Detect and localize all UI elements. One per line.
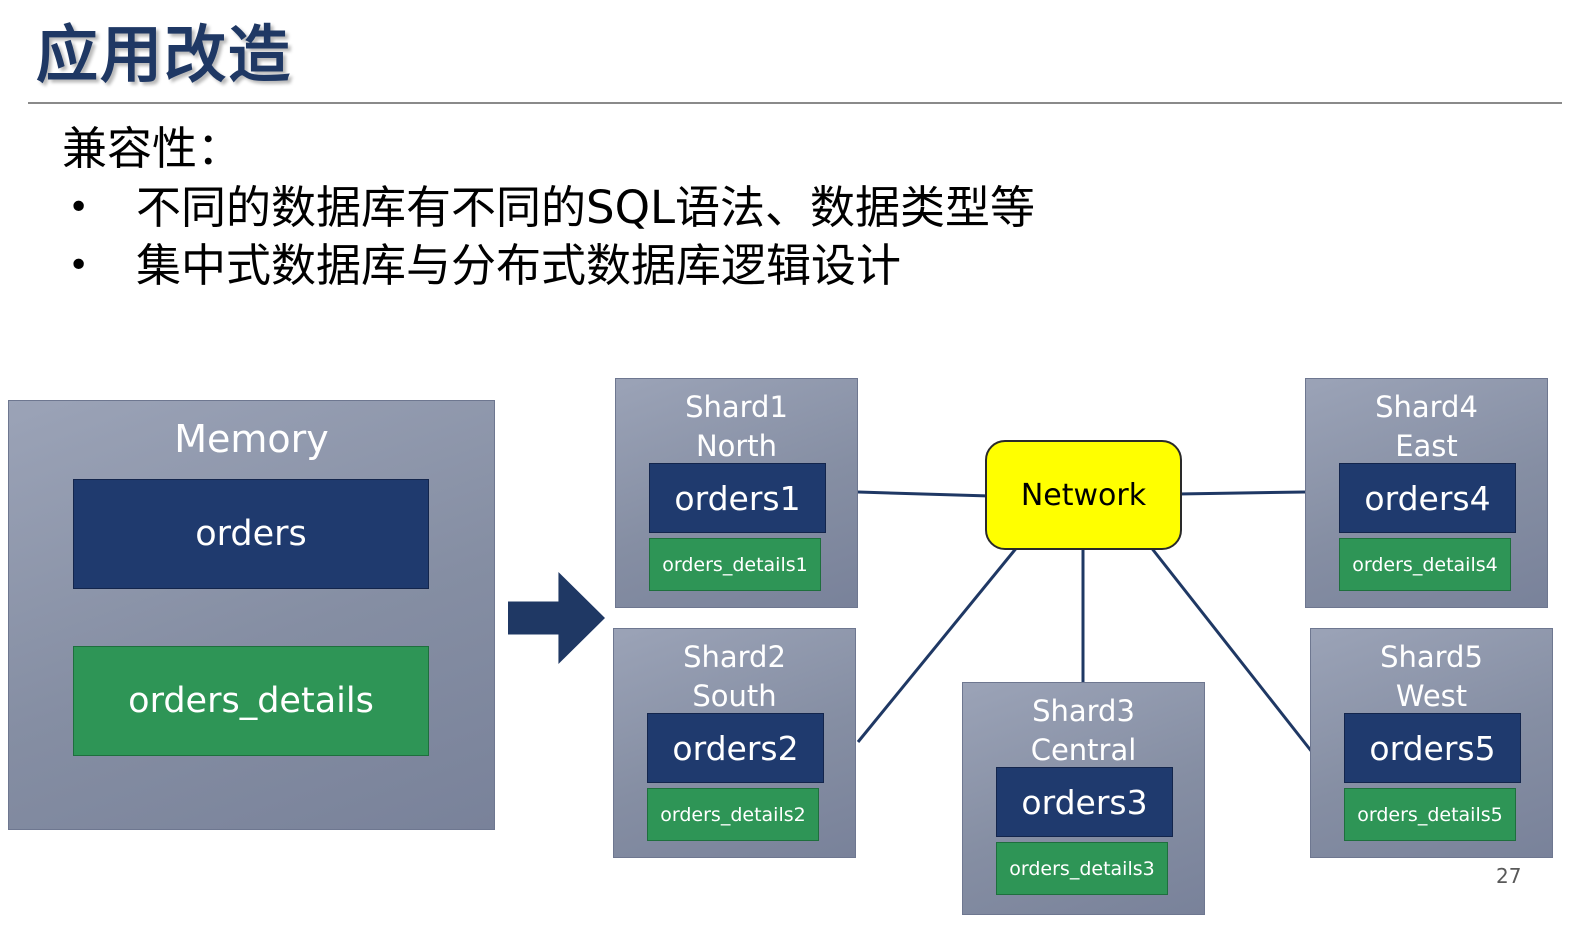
orders-label: orders2: [672, 728, 799, 768]
orders-table-label: orders: [195, 514, 307, 554]
orders-label: orders3: [1021, 782, 1148, 822]
shard-name: Shard5: [1380, 640, 1483, 674]
bullet-item: • 不同的数据库有不同的SQL语法、数据类型等: [62, 179, 1035, 238]
shard5-orders-details-table: orders_details5: [1344, 788, 1516, 841]
title-divider-line: [28, 102, 1562, 104]
shard-name: Shard2: [683, 640, 786, 674]
memory-label: Memory: [174, 417, 329, 461]
bullet-marker: •: [68, 186, 90, 228]
shard-region: South: [692, 679, 777, 714]
orders-label: orders5: [1369, 728, 1496, 768]
bullet-text: 集中式数据库与分布式数据库逻辑设计: [136, 239, 902, 292]
shard-name: Shard4: [1375, 390, 1478, 424]
shard3-box: Shard3 Central orders3 orders_details3: [962, 682, 1205, 915]
network-label: Network: [1020, 477, 1147, 513]
connector-shard4: [1177, 490, 1306, 496]
page-number: 27: [1496, 864, 1522, 888]
shard2-orders-table: orders2: [647, 713, 824, 783]
right-arrow-icon: [508, 572, 605, 664]
shard3-orders-table: orders3: [996, 767, 1173, 837]
shard-region: West: [1395, 679, 1468, 714]
shard5-box: Shard5 West orders5 orders_details5: [1310, 628, 1553, 858]
shard3-title: Shard3 Central: [963, 683, 1204, 770]
orders-details-label: orders_details5: [1357, 803, 1503, 826]
shard1-box: Shard1 North orders1 orders_details1: [615, 378, 858, 608]
shard1-title: Shard1 North: [616, 379, 857, 466]
bullet-item: • 集中式数据库与分布式数据库逻辑设计: [62, 237, 1035, 296]
orders-details-label: orders_details1: [662, 553, 808, 576]
bullet-marker: •: [68, 245, 90, 286]
shard-region: North: [695, 429, 778, 464]
orders-details-label: orders_details2: [660, 803, 806, 826]
shard2-orders-details-table: orders_details2: [647, 788, 819, 841]
shard2-title: Shard2 South: [614, 629, 855, 716]
shard2-box: Shard2 South orders2 orders_details2: [613, 628, 856, 858]
orders-table: orders: [73, 479, 429, 589]
body-heading: 兼容性：: [62, 122, 243, 175]
orders-label: orders1: [674, 478, 801, 518]
shard4-box: Shard4 East orders4 orders_details4: [1305, 378, 1548, 608]
orders-details-table: orders_details: [73, 646, 429, 756]
connector-shard1: [857, 490, 991, 498]
body-text-block: 兼容性： • 不同的数据库有不同的SQL语法、数据类型等 • 集中式数据库与分布…: [62, 120, 1035, 296]
shard4-orders-table: orders4: [1339, 463, 1516, 533]
network-node: Network: [985, 440, 1182, 550]
shard3-orders-details-table: orders_details3: [996, 842, 1168, 895]
orders-details-table-label: orders_details: [128, 681, 374, 721]
shard-name: Shard3: [1032, 694, 1135, 728]
orders-details-label: orders_details3: [1009, 857, 1155, 880]
slide-title: 应用改造: [36, 18, 293, 91]
shard-region: East: [1395, 429, 1458, 464]
shard4-title: Shard4 East: [1306, 379, 1547, 466]
shard-region: Central: [1030, 733, 1137, 768]
shard1-orders-details-table: orders_details1: [649, 538, 821, 591]
orders-label: orders4: [1364, 478, 1491, 518]
shard5-orders-table: orders5: [1344, 713, 1521, 783]
shard1-orders-table: orders1: [649, 463, 826, 533]
shard-name: Shard1: [685, 390, 788, 424]
bullet-text: 不同的数据库有不同的SQL语法、数据类型等: [136, 180, 1036, 234]
shard4-orders-details-table: orders_details4: [1339, 538, 1511, 591]
memory-box: Memory orders orders_details: [8, 400, 495, 830]
orders-details-label: orders_details4: [1352, 553, 1498, 576]
shard5-title: Shard5 West: [1311, 629, 1552, 716]
